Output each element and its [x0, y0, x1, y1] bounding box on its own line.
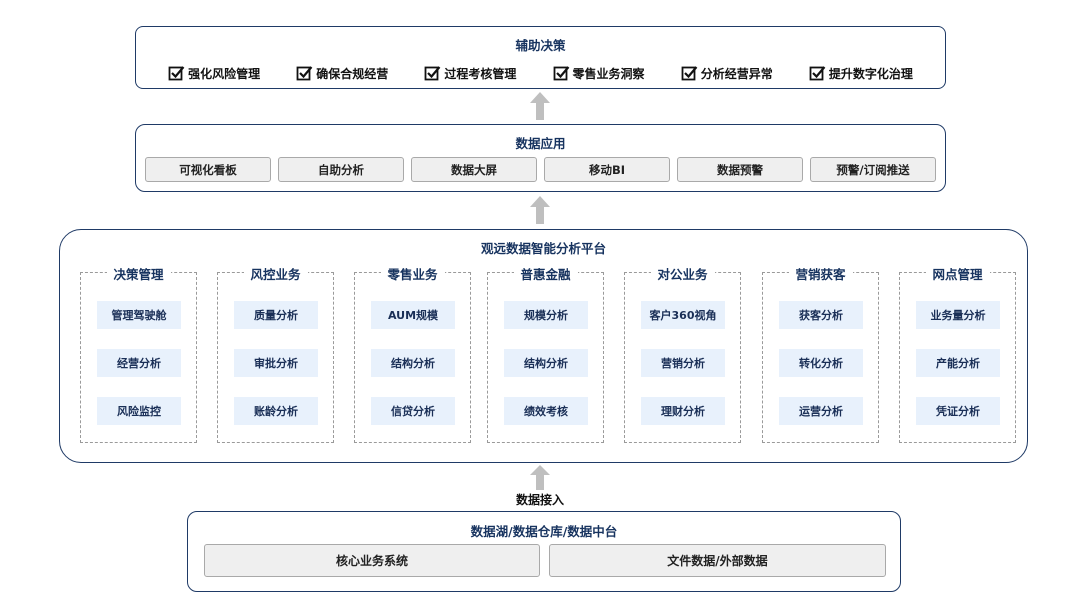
module-item[interactable]: 质量分析 [234, 301, 318, 329]
checkbox-checked-icon [681, 66, 698, 81]
module-risk: 风控业务 质量分析 审批分析 账龄分析 [217, 264, 334, 443]
module-item[interactable]: 凭证分析 [916, 397, 1000, 425]
module-item[interactable]: 营销分析 [641, 349, 725, 377]
application-title: 数据应用 [515, 136, 566, 151]
app-mobile-bi-button[interactable]: 移动BI [544, 157, 670, 182]
arrow-up-icon [530, 196, 550, 224]
checkbox-checked-icon [553, 66, 569, 81]
decision-item-label: 确保合规经营 [316, 67, 389, 81]
module-item[interactable]: 结构分析 [504, 349, 588, 377]
module-item[interactable]: 审批分析 [234, 349, 318, 377]
decision-item: 强化风险管理 [168, 65, 260, 82]
core-system-button[interactable]: 核心业务系统 [204, 544, 540, 577]
arrow-up-icon [530, 92, 550, 120]
decision-item: 确保合规经营 [296, 65, 388, 82]
module-retail: 零售业务 AUM规模 结构分析 信贷分析 [354, 264, 471, 443]
decision-item-label: 提升数字化治理 [828, 67, 913, 81]
module-item[interactable]: 理财分析 [641, 397, 725, 425]
platform-panel: 观远数据智能分析平台 决策管理 管理驾驶舱 经营分析 风险监控 风控业务 质量分… [59, 229, 1028, 463]
checkbox-checked-icon [809, 66, 826, 81]
module-title: 对公业务 [650, 264, 715, 283]
module-title: 决策管理 [106, 264, 171, 283]
app-data-screen-button[interactable]: 数据大屏 [411, 157, 537, 182]
module-item[interactable]: 转化分析 [779, 349, 863, 377]
decision-panel: 辅助决策 强化风险管理 确保合规经营 过程考核管理 零售业务洞察 分析经营异常 … [135, 26, 946, 89]
module-title: 网点管理 [925, 264, 990, 283]
checkbox-checked-icon [424, 66, 441, 81]
module-item[interactable]: 产能分析 [916, 349, 1000, 377]
module-item[interactable]: 绩效考核 [504, 397, 588, 425]
module-item[interactable]: 获客分析 [779, 301, 863, 329]
module-outlet: 网点管理 业务量分析 产能分析 凭证分析 [899, 264, 1016, 443]
application-list: 可视化看板 自助分析 数据大屏 移动BI 数据预警 预警/订阅推送 [145, 157, 936, 182]
module-item[interactable]: 运营分析 [779, 397, 863, 425]
decision-item: 过程考核管理 [424, 65, 516, 82]
module-item[interactable]: 业务量分析 [916, 301, 1000, 329]
decision-item-label: 零售业务洞察 [572, 67, 645, 81]
module-item[interactable]: 经营分析 [97, 349, 181, 377]
arrow-up-icon [530, 465, 550, 490]
application-panel: 数据应用 可视化看板 自助分析 数据大屏 移动BI 数据预警 预警/订阅推送 [135, 124, 946, 192]
decision-item-label: 强化风险管理 [188, 67, 261, 81]
module-item[interactable]: 结构分析 [371, 349, 455, 377]
module-inclusive-finance: 普惠金融 规模分析 结构分析 绩效考核 [487, 264, 604, 443]
checkbox-checked-icon [296, 66, 313, 81]
decision-item: 提升数字化治理 [809, 65, 913, 82]
decision-title: 辅助决策 [515, 38, 566, 53]
decision-item: 分析经营异常 [681, 65, 773, 82]
app-data-alert-button[interactable]: 数据预警 [677, 157, 803, 182]
module-item[interactable]: 管理驾驶舱 [97, 301, 181, 329]
data-access-label: 数据接入 [516, 493, 565, 507]
module-item[interactable]: 信贷分析 [371, 397, 455, 425]
module-item[interactable]: 客户360视角 [641, 301, 725, 329]
decision-item-label: 过程考核管理 [444, 67, 517, 81]
module-item[interactable]: 风险监控 [97, 397, 181, 425]
module-corporate: 对公业务 客户360视角 营销分析 理财分析 [624, 264, 741, 443]
app-visual-dashboard-button[interactable]: 可视化看板 [145, 157, 271, 182]
module-item[interactable]: AUM规模 [371, 301, 455, 329]
platform-title: 观远数据智能分析平台 [480, 241, 606, 256]
module-marketing: 营销获客 获客分析 转化分析 运营分析 [762, 264, 879, 443]
app-alert-push-button[interactable]: 预警/订阅推送 [810, 157, 936, 182]
module-title: 营销获客 [788, 264, 853, 283]
decision-item: 零售业务洞察 [553, 65, 645, 82]
module-item[interactable]: 规模分析 [504, 301, 588, 329]
source-title: 数据湖/数据仓库/数据中台 [470, 524, 618, 539]
app-self-analysis-button[interactable]: 自助分析 [278, 157, 404, 182]
source-panel: 数据湖/数据仓库/数据中台 核心业务系统 文件数据/外部数据 [187, 511, 901, 592]
file-external-data-button[interactable]: 文件数据/外部数据 [549, 544, 886, 577]
module-decision: 决策管理 管理驾驶舱 经营分析 风险监控 [80, 264, 197, 443]
module-title: 零售业务 [380, 264, 445, 283]
module-title: 普惠金融 [513, 264, 578, 283]
module-title: 风控业务 [243, 264, 308, 283]
decision-item-label: 分析经营异常 [700, 67, 773, 81]
checkbox-checked-icon [168, 66, 185, 81]
decision-list: 强化风险管理 确保合规经营 过程考核管理 零售业务洞察 分析经营异常 提升数字化… [136, 65, 945, 82]
module-item[interactable]: 账龄分析 [234, 397, 318, 425]
